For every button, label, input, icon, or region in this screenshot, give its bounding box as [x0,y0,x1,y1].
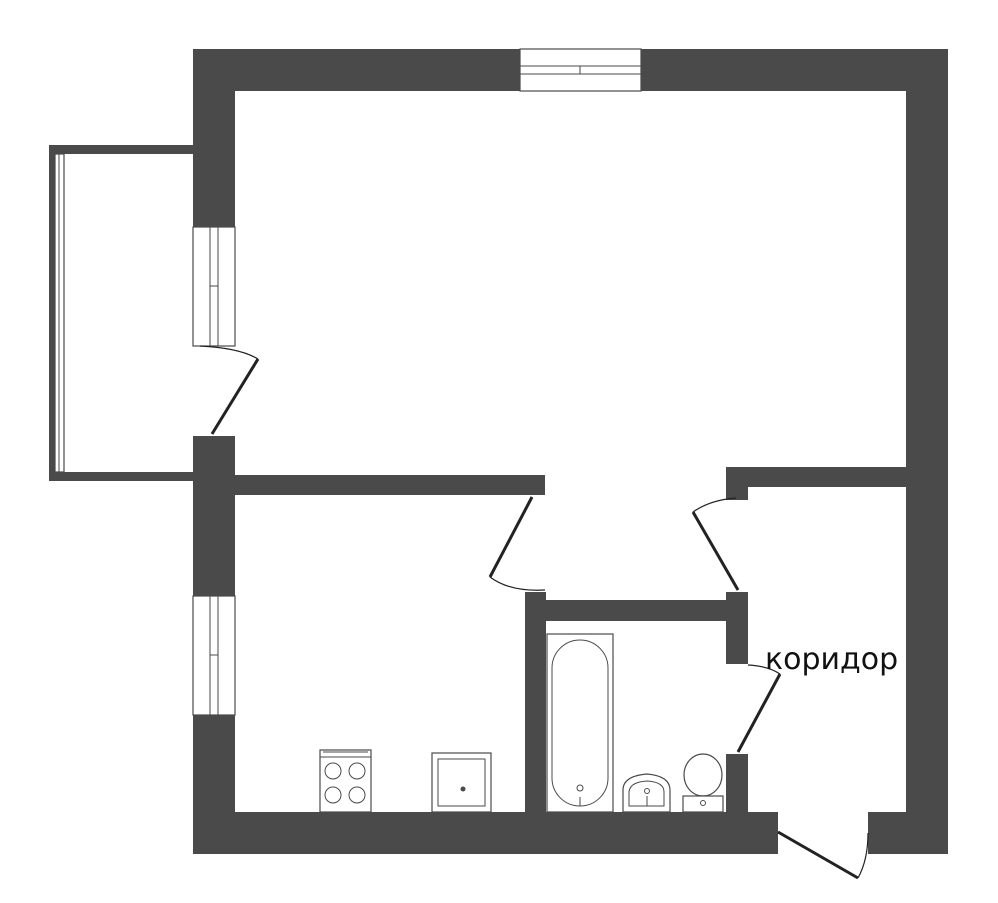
wall-corridor-stub [726,467,748,500]
wall-corridor-lower [726,754,748,812]
door-room-corridor-arc [692,497,737,513]
wall-bottom-left [193,812,778,854]
door-entrance-arc [857,832,869,879]
wall-bottom-right [868,812,948,854]
stove-icon [319,749,372,813]
door-entrance-leaf [777,830,859,880]
window-room-left-frame [192,226,236,347]
bathtub-icon [546,633,614,813]
sink-icon [431,752,492,813]
door-entrance [777,830,869,880]
wall-left-lower [193,715,235,854]
door-bathroom-arc [747,664,781,675]
room-label-corridor: коридор [765,642,898,677]
wall-left-upper [193,49,235,227]
wall-right [906,49,948,854]
balcony [49,145,193,481]
wall-corridor-top [726,467,906,487]
window-top [519,48,642,92]
door-bathroom [736,664,782,753]
wall-kitchen-top [235,475,545,495]
door-kitchen-arc [489,576,546,591]
door-balcony [199,345,260,435]
toilet-icon [682,753,724,813]
wall-bathroom-top [546,600,726,621]
door-room-corridor-leaf [691,511,740,591]
window-room-left [192,226,236,347]
door-bathroom-leaf [736,673,782,753]
balcony-wall-bottom [49,472,193,481]
balcony-wall-left [49,145,55,481]
door-kitchen-leaf [488,496,534,578]
door-room-corridor [691,497,740,591]
window-kitchen [192,595,236,716]
washbasin-icon [622,773,671,813]
door-balcony-leaf [210,358,260,435]
balcony-wall-top [49,145,193,154]
wall-bathroom-left [525,592,546,812]
wall-left-middle [193,436,235,596]
outer-walls [193,49,948,854]
door-balcony-arc [199,345,259,360]
door-kitchen [488,496,546,591]
interior-walls [235,467,906,812]
wall-corridor-upper [726,592,748,664]
